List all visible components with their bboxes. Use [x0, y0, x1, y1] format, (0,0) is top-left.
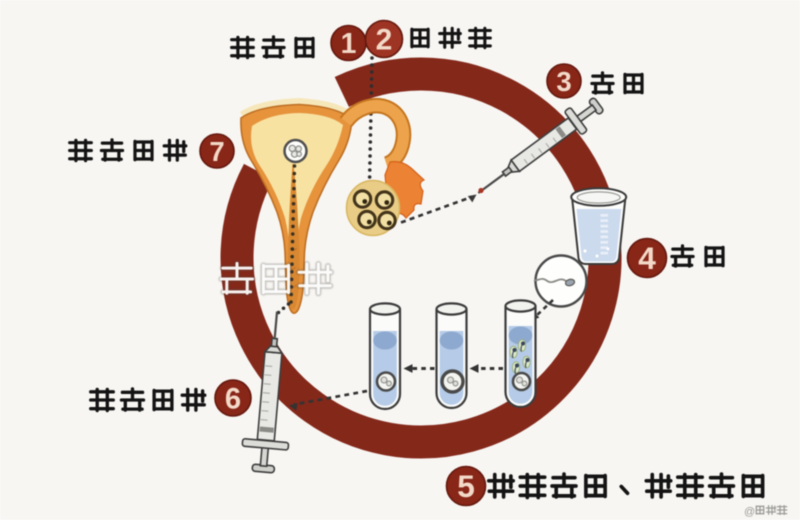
svg-text:5: 5 [457, 468, 475, 504]
svg-text:4: 4 [638, 240, 656, 276]
svg-text:7: 7 [209, 136, 224, 167]
svg-text:6: 6 [225, 383, 241, 415]
svg-text:1: 1 [341, 28, 357, 60]
svg-text:@: @ [744, 506, 755, 518]
svg-text:2: 2 [376, 24, 393, 57]
svg-text:3: 3 [556, 66, 571, 97]
